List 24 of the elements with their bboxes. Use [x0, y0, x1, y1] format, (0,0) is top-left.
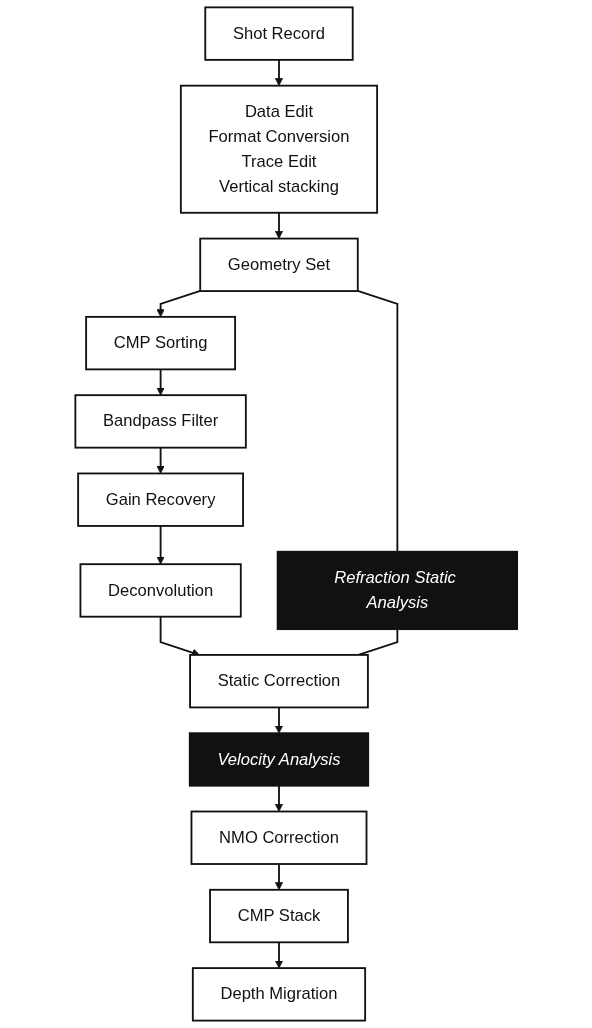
- node-box: Geometry Set: [199, 237, 359, 292]
- arrow: [274, 58, 283, 87]
- arrow: [274, 706, 283, 734]
- node-box: NMO Correction: [190, 810, 368, 865]
- node-box: Gain Recovery: [76, 472, 244, 527]
- node-box: Static Correction: [188, 654, 369, 709]
- arrow: [156, 446, 165, 474]
- node-box: CMP Stack: [208, 888, 349, 944]
- node-box: Refraction Static Analysis: [276, 550, 518, 631]
- node-box: Data Edit Format Conversion Trace Edit Vertical stacking: [179, 84, 378, 214]
- node-box: Shot Record: [204, 6, 354, 61]
- node-box: Depth Migration: [191, 967, 366, 1022]
- arrow: [156, 289, 201, 318]
- arrow: [274, 211, 283, 239]
- node-box: Bandpass Filter: [74, 394, 247, 449]
- arrow: [274, 863, 283, 891]
- arrow: [156, 368, 165, 396]
- arrow: [156, 525, 165, 565]
- connector: [356, 289, 399, 553]
- node-box: Deconvolution: [79, 563, 242, 618]
- node-box: CMP Sorting: [84, 315, 236, 371]
- arrow: [274, 941, 283, 969]
- arrow: [274, 784, 283, 812]
- node-box: Velocity Analysis: [188, 732, 369, 787]
